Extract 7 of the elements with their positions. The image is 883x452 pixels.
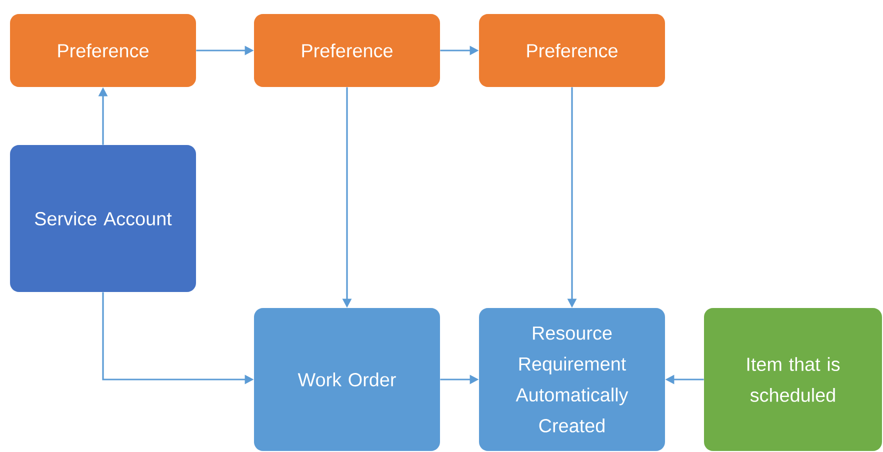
- requirement-box: Resource Requirement Automatically Created: [479, 308, 665, 451]
- account-box: Service Account: [10, 145, 196, 292]
- item-box: Item that is scheduled: [704, 308, 882, 451]
- work-order-box: Work Order: [254, 308, 440, 451]
- preference-box: Preference: [10, 14, 196, 87]
- preference-box: Preference: [254, 14, 440, 87]
- preference-box: Preference: [479, 14, 665, 87]
